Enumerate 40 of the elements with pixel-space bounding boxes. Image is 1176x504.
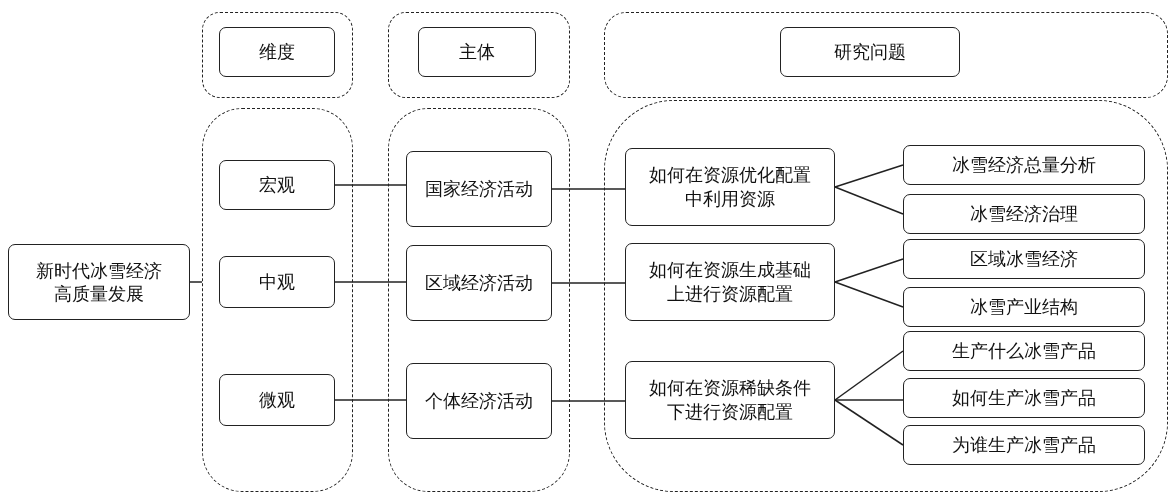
dashed-group-frame — [388, 108, 570, 492]
text-box: 国家经济活动 — [405, 150, 552, 227]
dashed-group-frame — [604, 12, 1168, 98]
text-box: 生产什么冰雪产品 — [902, 330, 1145, 371]
text-box: 宏观 — [218, 159, 335, 210]
text-box: 主体 — [417, 26, 536, 77]
connector-line — [334, 281, 407, 283]
text-box: 如何在资源稀缺条件下进行资源配置 — [624, 360, 835, 439]
text-box: 冰雪经济治理 — [902, 193, 1145, 234]
connector-line — [334, 399, 407, 401]
text-box: 研究问题 — [779, 26, 960, 77]
text-box: 新时代冰雪经济高质量发展 — [8, 244, 190, 320]
dashed-group-frame — [202, 108, 353, 492]
connector-line — [834, 281, 904, 308]
connector-line — [834, 164, 904, 188]
text-box: 区域冰雪经济 — [902, 238, 1145, 279]
connector-line — [834, 350, 904, 401]
dashed-group-frame — [604, 100, 1168, 492]
connector-line — [189, 281, 203, 283]
connector-line — [834, 399, 904, 401]
text-box: 如何生产冰雪产品 — [902, 377, 1145, 418]
connector-line — [834, 399, 904, 446]
text-box: 维度 — [218, 26, 335, 77]
connector-line — [834, 258, 904, 283]
text-box: 区域经济活动 — [405, 244, 552, 321]
connector-line — [551, 400, 626, 402]
connector-line — [551, 282, 626, 284]
dashed-group-frame — [388, 12, 570, 98]
text-box: 冰雪经济总量分析 — [902, 144, 1145, 185]
text-box: 为谁生产冰雪产品 — [902, 424, 1145, 465]
text-box: 微观 — [218, 373, 335, 426]
connector-line — [551, 188, 626, 190]
text-box: 个体经济活动 — [405, 362, 552, 439]
text-box: 冰雪产业结构 — [902, 286, 1145, 327]
text-box: 如何在资源生成基础上进行资源配置 — [624, 242, 835, 321]
connector-line — [834, 186, 904, 215]
text-box: 中观 — [218, 255, 335, 308]
connector-line — [334, 184, 407, 186]
dashed-group-frame — [202, 12, 353, 98]
text-box: 如何在资源优化配置中利用资源 — [624, 147, 835, 226]
